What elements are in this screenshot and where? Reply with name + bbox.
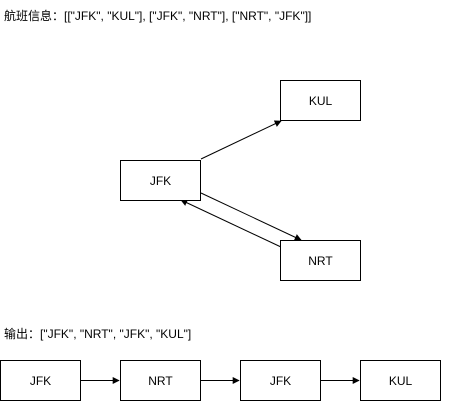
edge-jfk-nrt (200, 192, 302, 241)
graph-node-jfk: JFK (120, 160, 201, 201)
path-node-jfk-return: JFK (240, 360, 321, 401)
path-node-nrt: NRT (120, 360, 201, 401)
output-caption: 输出：["JFK", "NRT", "JFK", "KUL"] (4, 327, 192, 341)
edge-nrt-jfk (180, 199, 282, 248)
flights-caption: 航班信息：[["JFK", "KUL"], ["JFK", "NRT"], ["… (4, 9, 312, 23)
graph-node-kul: KUL (280, 80, 361, 121)
edge-jfk-kul (200, 120, 282, 160)
path-node-jfk-start: JFK (0, 360, 81, 401)
path-node-kul: KUL (360, 360, 441, 401)
graph-node-nrt: NRT (280, 240, 361, 281)
